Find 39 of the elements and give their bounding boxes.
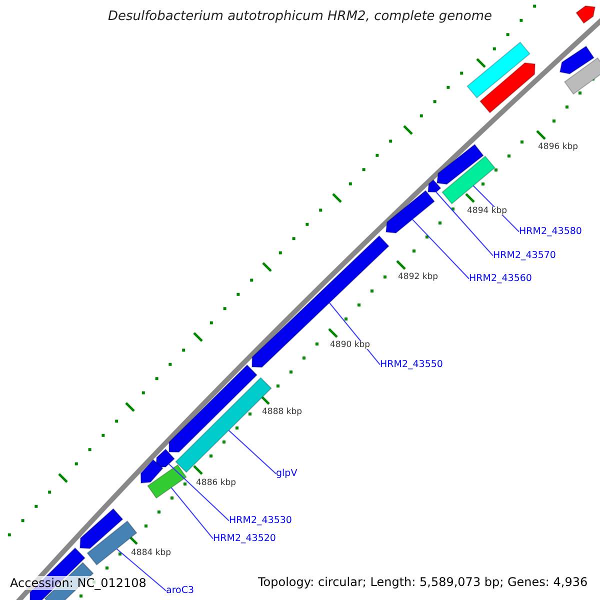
gene-label: glpV (276, 468, 298, 478)
leader-line (436, 192, 494, 256)
leader-line (412, 218, 470, 280)
gene-label: HRM2_43550 (380, 360, 443, 370)
tick-label: 4890 kbp (330, 340, 370, 350)
gene-feature (147, 464, 187, 499)
leader-line (170, 487, 214, 540)
gene-label: aroC3 (166, 586, 194, 596)
tick-label: 4894 kbp (467, 206, 508, 216)
gene-feature (140, 459, 164, 484)
gene-feature (79, 508, 124, 549)
gene-feature (442, 156, 496, 204)
leader-line (328, 302, 380, 366)
gene-feature (155, 448, 176, 468)
leader-line (168, 463, 230, 522)
gene-feature (466, 42, 530, 98)
gene-feature (559, 46, 595, 74)
gene-feature (564, 57, 600, 95)
tick-label: 4884 kbp (131, 548, 172, 558)
gene-label: HRM2_43520 (213, 534, 276, 544)
gene-label: HRM2_43570 (493, 250, 556, 260)
leader-line (116, 548, 166, 592)
tick-label: 4896 kbp (538, 142, 578, 152)
gene-feature (168, 364, 258, 453)
tick-label: 4892 kbp (398, 272, 438, 282)
accession-text: Accession: NC_012108 (8, 576, 148, 590)
leader-line (228, 430, 276, 474)
gene-feature (436, 144, 484, 185)
gene-feature (385, 190, 436, 234)
gene-label: HRM2_43560 (469, 274, 532, 284)
gene-feature (576, 5, 596, 24)
gene-feature (479, 62, 536, 114)
gene-label: HRM2_43580 (519, 226, 582, 236)
tick-label: 4886 kbp (196, 478, 236, 488)
genome-info-text: Topology: circular; Length: 5,589,073 bp; Genes: 4,936 (258, 576, 588, 588)
gene-feature (427, 179, 442, 193)
gene-label: HRM2_43530 (229, 516, 292, 526)
diagram-title: Desulfobacterium autotrophicum HRM2, complete genome (106, 10, 494, 23)
tick-label: 4888 kbp (262, 408, 302, 416)
